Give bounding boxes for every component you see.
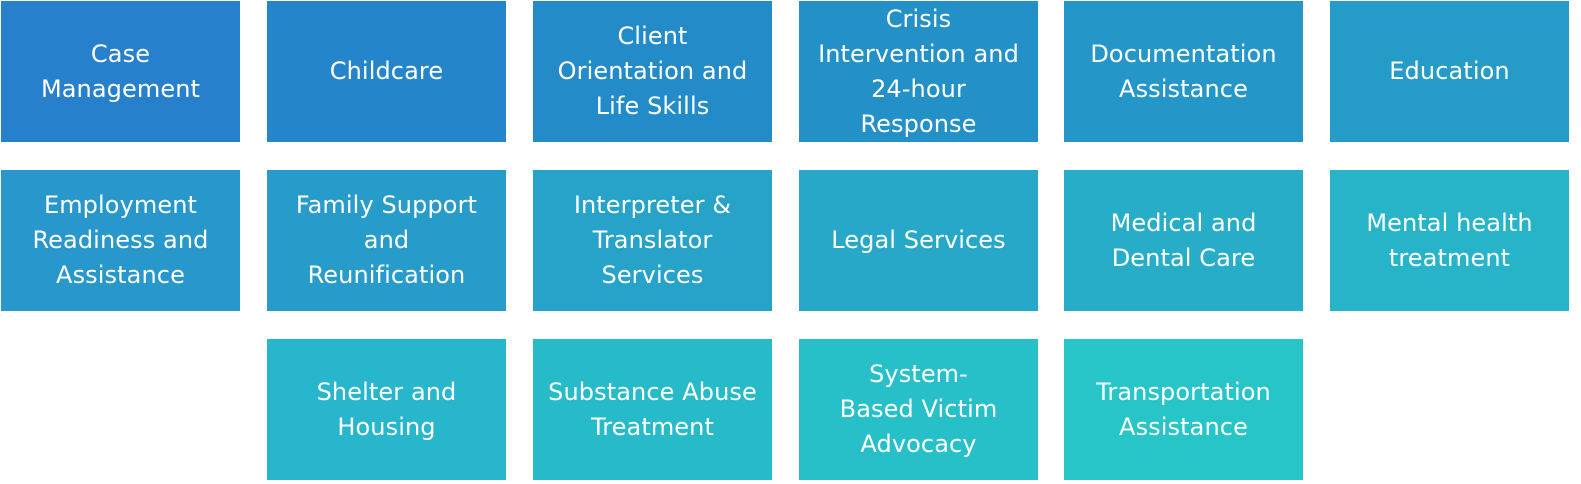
- tile-case-management: Case Management: [1, 1, 240, 142]
- tile-transportation-assistance: Transportation Assistance: [1064, 339, 1303, 480]
- tile-shelter-housing: Shelter and Housing: [267, 339, 506, 480]
- tile-victim-advocacy: System- Based Victim Advocacy: [799, 339, 1038, 480]
- tile-substance-abuse: Substance Abuse Treatment: [533, 339, 772, 480]
- tile-interpreter-translator: Interpreter & Translator Services: [533, 170, 772, 311]
- tile-documentation-assistance: Documentation Assistance: [1064, 1, 1303, 142]
- tile-medical-dental: Medical and Dental Care: [1064, 170, 1303, 311]
- tile-childcare: Childcare: [267, 1, 506, 142]
- tile-family-support: Family Support and Reunification: [267, 170, 506, 311]
- tile-employment-readiness: Employment Readiness and Assistance: [1, 170, 240, 311]
- tile-legal-services: Legal Services: [799, 170, 1038, 311]
- tile-crisis-intervention: Crisis Intervention and 24-hour Response: [799, 1, 1038, 142]
- tile-mental-health: Mental health treatment: [1330, 170, 1569, 311]
- tile-client-orientation: Client Orientation and Life Skills: [533, 1, 772, 142]
- tile-education: Education: [1330, 1, 1569, 142]
